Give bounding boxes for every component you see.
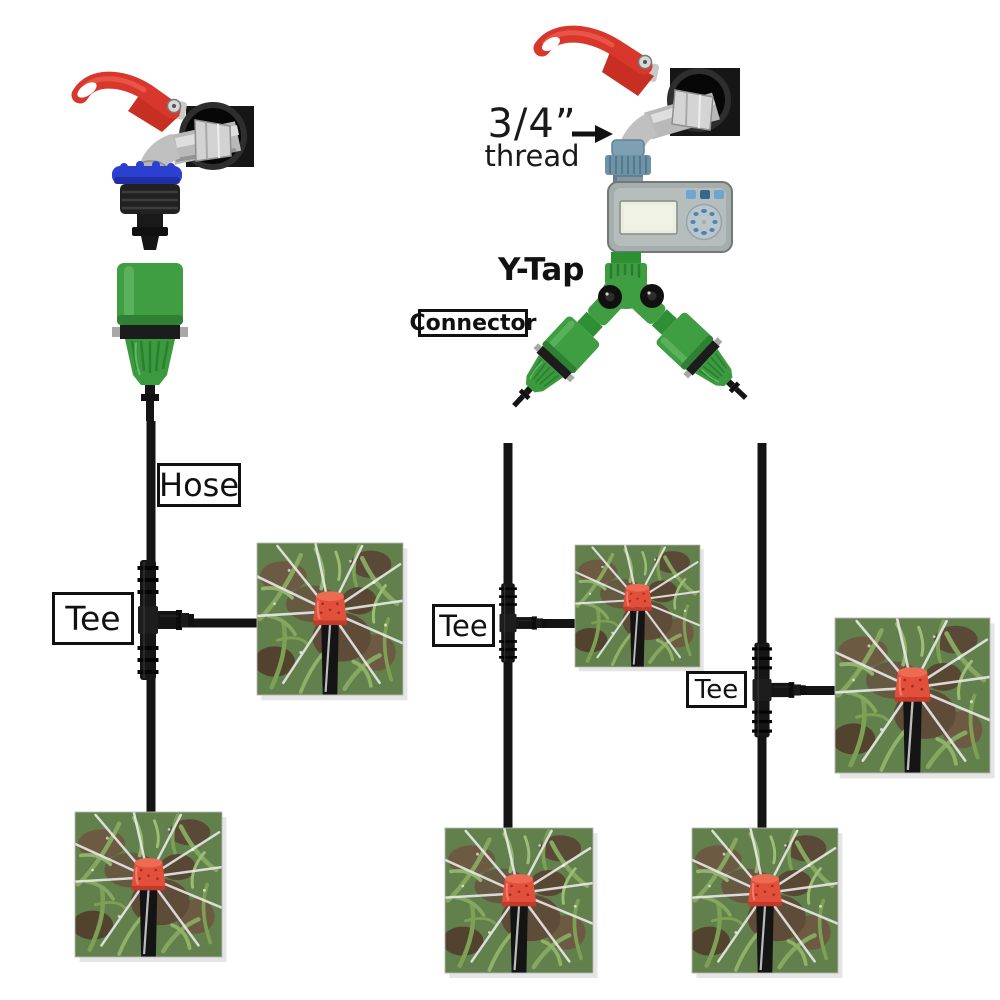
tee-fitting-left: [136, 559, 195, 681]
y-right-branch: [623, 283, 764, 418]
left-faucet-assembly: [71, 71, 254, 423]
hose-label: Hose: [157, 463, 241, 507]
tee-label-left: Tee: [52, 592, 134, 645]
connector-label: Connector: [409, 309, 537, 337]
left-quick-connector: [110, 261, 190, 423]
water-timer: [607, 177, 733, 253]
right-faucet-assembly: [533, 25, 740, 183]
drip-emitter-photo-left-tee: [254, 543, 407, 700]
drip-emitter-photo-middle-bottom: [442, 828, 597, 978]
drip-emitter-photos: [72, 543, 995, 978]
drip-emitter-photo-right-tee: [832, 618, 995, 778]
y-tap-label: Y-Tap: [498, 252, 585, 288]
thread-size-text: 3/4”: [487, 101, 577, 147]
drip-emitter-photo-right-bottom: [689, 828, 842, 978]
drip-emitter-photo-middle-tee: [573, 545, 704, 671]
black-tap-adapter: [120, 184, 180, 250]
blue-thread-ring: [112, 161, 182, 184]
three-quarter-thread-adapter: [605, 139, 651, 183]
tee-fitting-middle: [498, 582, 548, 664]
annotation-arrow-icon: [572, 125, 613, 143]
thread-word-text: thread: [484, 139, 580, 173]
timer-buttons: [686, 190, 724, 199]
right-hose-line: [757, 443, 767, 828]
left-tee-branch-hose: [152, 618, 259, 628]
tee-label-right: Tee: [686, 671, 747, 708]
timer-dial: [685, 203, 723, 241]
red-lever-handle: [71, 71, 182, 132]
drip-emitter-photo-left-bottom: [72, 812, 226, 962]
y-tap-splitter: [494, 252, 764, 424]
tee-fitting-right: [751, 641, 807, 739]
thread-annotation: 3/4” thread: [478, 104, 586, 171]
red-lever-handle: [533, 25, 654, 96]
tee-label-middle: Tee: [432, 604, 495, 647]
